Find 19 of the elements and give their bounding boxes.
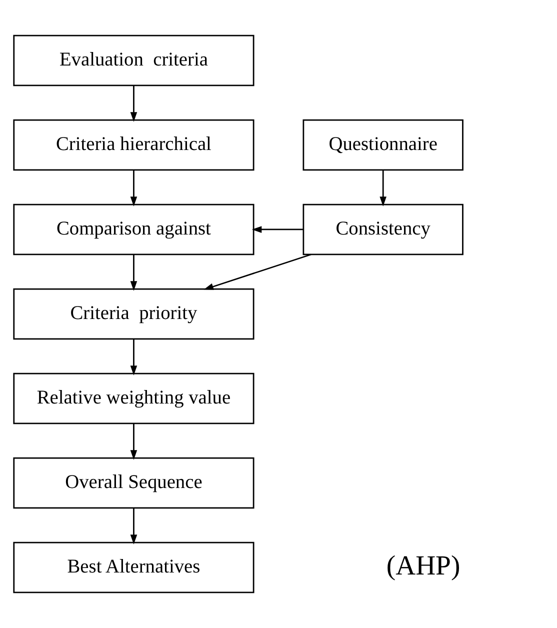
node-box: Relative weighting value — [13, 372, 254, 424]
node-box: Consistency — [302, 204, 464, 256]
node-box: Comparison against — [13, 204, 254, 256]
node-box: Best Alternatives — [13, 542, 254, 594]
arrow — [130, 170, 138, 206]
arrow — [130, 254, 138, 291]
arrow — [130, 508, 138, 544]
node-box: Questionnaire — [302, 119, 464, 171]
node-box: Evaluation criteria — [13, 34, 254, 86]
arrow — [252, 226, 303, 233]
arrow — [130, 86, 138, 122]
arrow — [130, 424, 138, 460]
node-box: Overall Sequence — [13, 457, 254, 509]
arrow — [204, 254, 312, 290]
node-box: Criteria priority — [13, 288, 254, 340]
arrow — [380, 170, 386, 206]
arrow — [130, 339, 138, 376]
node-box: Criteria hierarchical — [13, 119, 254, 171]
label: (AHP) — [386, 549, 460, 580]
